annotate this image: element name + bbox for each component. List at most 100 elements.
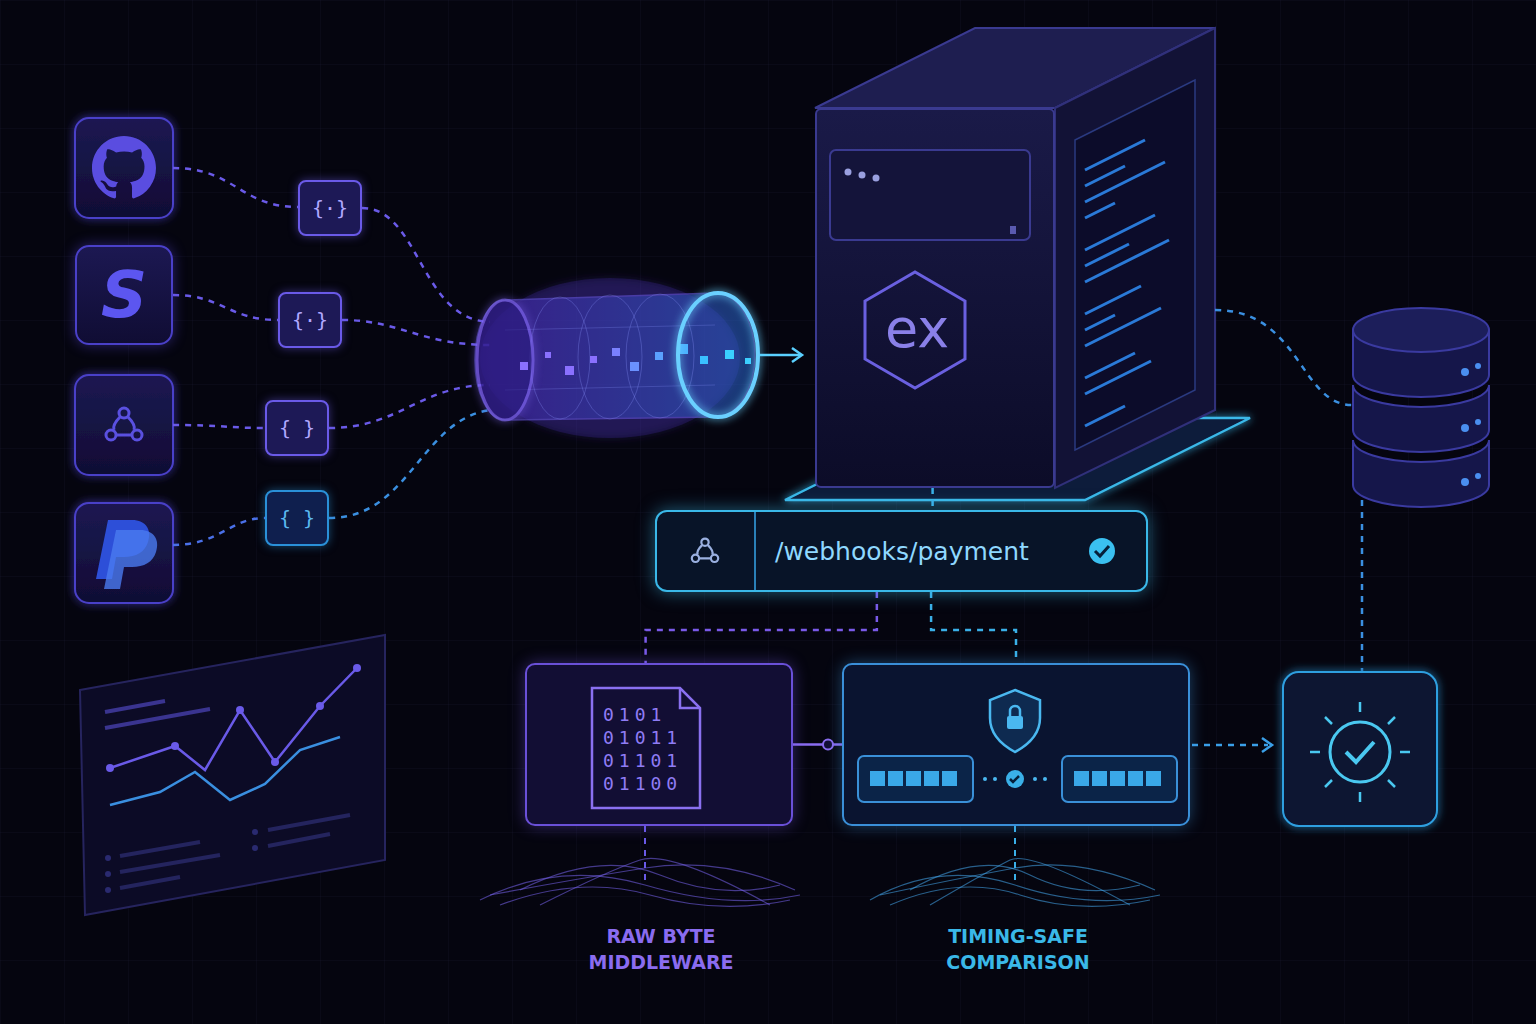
metrics-panel <box>105 871 111 877</box>
verified-box <box>1192 744 1268 747</box>
data-tunnel <box>700 356 708 364</box>
verified-box <box>1310 751 1320 754</box>
payload-wires <box>329 410 490 518</box>
server-window <box>865 272 965 388</box>
comparison-art <box>1146 771 1161 786</box>
data-tunnel <box>630 362 639 371</box>
route-icons <box>692 512 1115 590</box>
server-body <box>1085 361 1151 394</box>
service-tiles <box>104 530 157 589</box>
verified-box <box>1400 751 1410 754</box>
metrics-panel <box>353 664 361 672</box>
database <box>1475 473 1481 479</box>
node-text: ex <box>857 294 977 364</box>
document-icon <box>592 688 700 808</box>
server-body <box>1085 215 1155 250</box>
server-body <box>1085 162 1165 202</box>
server-window <box>830 150 1030 240</box>
comparison-art <box>993 777 997 781</box>
connector <box>646 592 877 663</box>
connector <box>173 295 278 320</box>
data-tunnel <box>612 348 620 356</box>
payload-wires <box>362 208 490 322</box>
data-tunnel <box>760 354 800 357</box>
data-tunnel <box>725 350 734 359</box>
middleware-box: 0101 01011 01101 01100RAW BYTE MIDDLEWAR… <box>525 663 793 826</box>
verified-box <box>1388 717 1395 724</box>
wave-mesh <box>480 858 800 906</box>
comparison-art <box>983 777 1047 781</box>
comparison-art <box>1110 771 1125 786</box>
payload-wires <box>329 385 490 428</box>
node-text: TIMING-SAFE COMPARISON <box>932 923 1104 975</box>
data-tunnel <box>745 358 751 364</box>
metrics-panel <box>105 701 210 728</box>
connector <box>793 740 842 750</box>
comparison-art <box>1006 770 1024 788</box>
data-tunnel <box>626 294 694 418</box>
server-window <box>1010 226 1016 234</box>
server-body <box>1085 203 1115 218</box>
database <box>1353 308 1489 352</box>
node-text: {·} <box>292 308 328 332</box>
connector <box>931 592 1016 663</box>
data-tunnel <box>520 362 528 370</box>
verified-box <box>1346 742 1374 762</box>
verified-box <box>1325 717 1332 724</box>
data-tunnel <box>792 348 802 362</box>
data-tunnel <box>578 295 642 419</box>
database <box>1215 310 1352 405</box>
verified-box <box>1310 702 1410 802</box>
server-body <box>1085 240 1169 282</box>
route-icons <box>1089 538 1115 564</box>
route-icons <box>692 539 718 562</box>
server-body <box>1085 166 1125 186</box>
connector-dot <box>823 740 833 750</box>
metrics-panel <box>171 742 179 750</box>
comparison-art <box>983 777 987 781</box>
comparison-art <box>1007 716 1023 729</box>
connector-line <box>931 488 934 510</box>
server-body <box>1085 406 1125 426</box>
comparison-art <box>1010 706 1020 716</box>
comparison-art <box>870 771 1161 786</box>
comparison-art <box>1062 756 1177 802</box>
server-window <box>830 150 1030 388</box>
node-text: { } <box>279 416 315 440</box>
server-body <box>1085 315 1115 330</box>
comparison-art <box>1043 777 1047 781</box>
payload-wires <box>342 320 490 345</box>
data-tunnel <box>475 293 755 420</box>
metrics-panel <box>316 702 324 710</box>
comparison-box: TIMING-SAFE COMPARISON <box>842 663 1190 826</box>
verified-box <box>1388 780 1395 787</box>
metrics-panel <box>105 887 111 893</box>
server-body <box>1085 140 1169 426</box>
database <box>1215 308 1489 672</box>
verified-box <box>1359 702 1362 712</box>
route-bar: /webhooks/payment <box>655 510 1148 592</box>
comparison-art <box>858 690 1177 802</box>
data-tunnel <box>545 352 551 358</box>
wave-mesh <box>930 858 1130 905</box>
service-tiles <box>75 375 173 475</box>
server-body <box>1075 80 1195 450</box>
wave-mesh <box>540 858 770 905</box>
comparison-art <box>1033 777 1037 781</box>
payload-chip: { } <box>265 400 329 456</box>
comparison-art <box>1092 771 1107 786</box>
connector-line <box>793 743 842 746</box>
data-tunnel <box>655 352 663 360</box>
metrics-panel <box>106 664 361 772</box>
data-tunnel <box>565 366 574 375</box>
connector-line <box>646 592 877 663</box>
metrics-panel <box>236 706 244 714</box>
node-text: {·} <box>312 196 348 220</box>
server-body <box>1055 28 1215 488</box>
verified-box <box>1262 738 1272 752</box>
comparison-art <box>1010 776 1019 782</box>
comparison-art <box>1128 771 1143 786</box>
node-caption: RAW BYTE MIDDLEWARE <box>581 923 741 975</box>
database <box>1361 500 1364 672</box>
